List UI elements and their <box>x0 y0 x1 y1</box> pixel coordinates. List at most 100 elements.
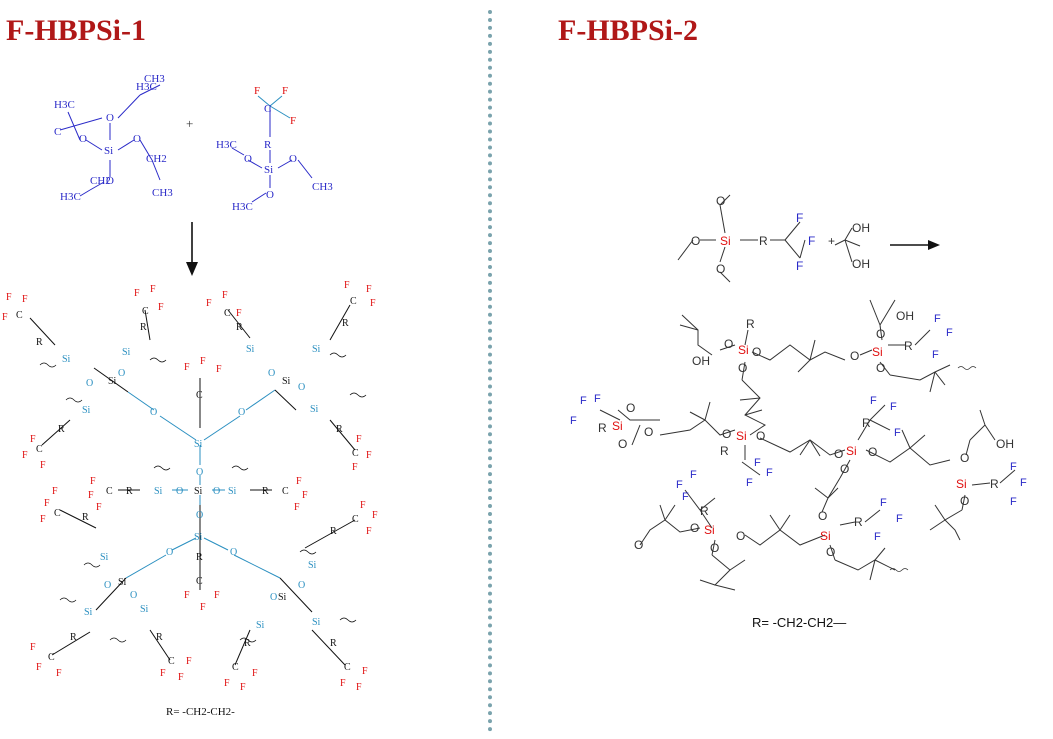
p1-f: F <box>344 280 350 291</box>
p1-si-center: Si <box>194 486 203 497</box>
p1-f: F <box>160 668 166 679</box>
p1-si-7: Si <box>100 552 109 563</box>
p2-f: F <box>580 395 587 407</box>
p1-f: F <box>294 502 300 513</box>
teos-ch2-2: CH2 <box>90 175 111 187</box>
p2-o-22: O <box>634 538 643 552</box>
p1-o-d: O <box>298 382 305 393</box>
r2-ch3-1: CH3 <box>312 181 333 193</box>
p1-f: F <box>44 498 50 509</box>
p1-si-1: Si <box>62 354 71 365</box>
p1-f: F <box>370 298 376 309</box>
p2-o-12: O <box>834 447 843 461</box>
p1-f: F <box>366 526 372 537</box>
p1-f: F <box>214 590 220 601</box>
p2-f: F <box>746 477 753 489</box>
r2-h3c-1: H3C <box>216 139 237 151</box>
p1-f: F <box>40 514 46 525</box>
p2-oh-1: OH <box>692 354 710 368</box>
p1-f: F <box>22 450 28 461</box>
p2-r-o-3: O <box>716 262 725 276</box>
p1-r-6: R <box>336 424 343 435</box>
teos-ch2-1: CH2 <box>146 153 167 165</box>
p2-r-oh-1: OH <box>852 221 870 235</box>
p1-r-5: R <box>58 424 65 435</box>
p1-c-bottom: C <box>196 576 203 587</box>
p2-si-5: Si <box>846 444 857 458</box>
reaction-arrow-down <box>186 222 198 276</box>
r2-f-1: F <box>254 85 260 97</box>
p1-c-3: C <box>224 308 231 319</box>
p2-f: F <box>1010 496 1017 508</box>
p1-r-11: R <box>244 638 251 649</box>
p1-f: F <box>360 500 366 511</box>
p1-f: F <box>150 284 156 295</box>
r2-o-right: O <box>289 153 297 165</box>
p1-o-mid-right: O <box>213 486 220 497</box>
p2-r-f-2: F <box>808 234 815 248</box>
p1-f: F <box>200 602 206 613</box>
p2-o-14: O <box>840 462 849 476</box>
plus-sign-1: + <box>186 116 193 131</box>
p1-f: F <box>40 460 46 471</box>
p1-si-core-top: Si <box>194 439 203 450</box>
p2-o-1: O <box>724 337 733 351</box>
p1-o-f: O <box>130 590 137 601</box>
p2-f: F <box>880 497 887 509</box>
p1-si-6: Si <box>310 404 319 415</box>
p2-r-f-1: F <box>796 211 803 225</box>
p2-f: F <box>1020 477 1027 489</box>
p2-si-8: Si <box>704 523 715 537</box>
p1-f: F <box>236 308 242 319</box>
r-definition-right: R= -CH2-CH2— <box>752 615 847 630</box>
reaction-arrow-right <box>890 240 940 250</box>
p1-r-1: R <box>36 337 43 348</box>
p1-r-bottom: R <box>196 552 203 563</box>
p1-r-mid-right: R <box>262 486 269 497</box>
p1-f: F <box>216 364 222 375</box>
title-f-hbpsi-2: F-HBPSi-2 <box>558 14 698 47</box>
p2-o-9: O <box>618 437 627 451</box>
p2-o-10: O <box>722 427 731 441</box>
p1-f: F <box>30 434 36 445</box>
p2-f: F <box>676 479 683 491</box>
p1-r-10: R <box>156 632 163 643</box>
p1-r-mid-left: R <box>126 486 133 497</box>
p2-si-6: Si <box>956 477 967 491</box>
p1-c-mid-left: C <box>106 486 113 497</box>
p2-o-11: O <box>756 429 765 443</box>
p1-f: F <box>362 666 368 677</box>
f-hbpsi-2-product-bonds <box>599 299 1016 591</box>
p1-c-6: C <box>352 448 359 459</box>
p2-o-18: O <box>826 545 835 559</box>
teos-o-bottom: O <box>106 175 114 187</box>
p1-o-h: O <box>298 580 305 591</box>
p2-f: F <box>932 349 939 361</box>
p1-c-5: C <box>36 444 43 455</box>
p1-c-1: C <box>16 310 23 321</box>
p1-c-8: C <box>352 514 359 525</box>
p1-c-10: C <box>168 656 175 667</box>
p2-r-5: R <box>862 416 871 430</box>
p2-f: F <box>690 469 697 481</box>
teos-h3c-3: H3C <box>60 191 81 203</box>
r2-si: Si <box>264 164 273 176</box>
p2-o-20: O <box>736 529 745 543</box>
p1-f: F <box>2 312 8 323</box>
plus-sign-2: + <box>828 234 835 248</box>
p2-o-21: O <box>710 541 719 555</box>
p1-c-2: C <box>142 306 149 317</box>
p1-f: F <box>352 462 358 473</box>
p2-r-si: Si <box>720 234 731 248</box>
p2-f: F <box>570 415 577 427</box>
p1-f: F <box>200 356 206 367</box>
p1-si-core-bottom: Si <box>194 532 203 543</box>
teos-ch3-1: CH3 <box>144 73 165 85</box>
p2-o-15: O <box>960 451 969 465</box>
p1-o-a: O <box>86 378 93 389</box>
p2-f: F <box>766 467 773 479</box>
p2-r-o-1: O <box>716 194 725 208</box>
teos-ch2-3: C <box>54 126 61 138</box>
p1-f: F <box>252 668 258 679</box>
p1-r-7: R <box>82 512 89 523</box>
